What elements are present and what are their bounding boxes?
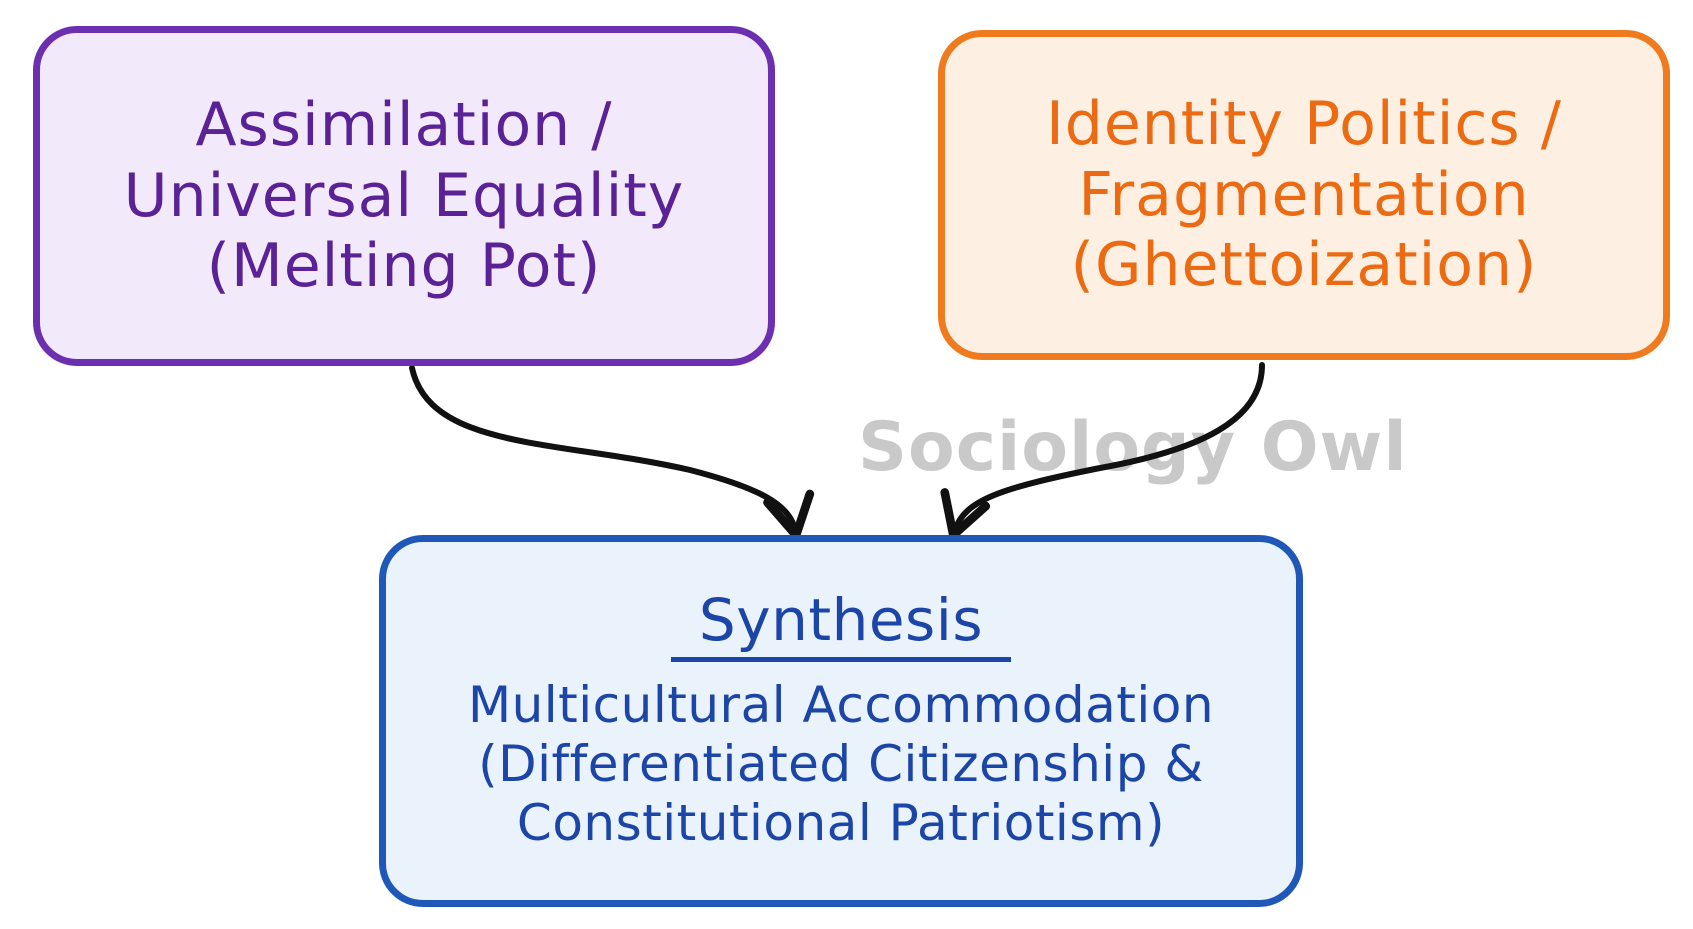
node-synthesis-line-3: Constitutional Patriotism) — [516, 793, 1166, 852]
node-synthesis-line-2: (Differentiated Citizenship & — [478, 734, 1204, 793]
arrow-assimilation-to-synthesis — [409, 365, 815, 540]
node-assimilation-line-1: Assimilation / — [195, 89, 613, 160]
node-assimilation: Assimilation / Universal Equality (Melti… — [33, 26, 775, 366]
node-identity-politics-line-2: Fragmentation — [1078, 159, 1530, 230]
node-synthesis-line-1: Multicultural Accommodation — [467, 675, 1215, 734]
watermark: Sociology Owl — [858, 408, 1408, 487]
node-assimilation-line-2: Universal Equality — [123, 160, 685, 231]
node-identity-politics-line-1: Identity Politics / — [1046, 88, 1562, 159]
node-identity-politics: Identity Politics / Fragmentation (Ghett… — [938, 30, 1670, 360]
node-synthesis-heading: Synthesis — [670, 588, 1012, 662]
node-assimilation-line-3: (Melting Pot) — [206, 231, 602, 302]
node-synthesis: Synthesis Multicultural Accommodation (D… — [379, 535, 1303, 907]
node-identity-politics-line-3: (Ghettoization) — [1070, 230, 1538, 301]
